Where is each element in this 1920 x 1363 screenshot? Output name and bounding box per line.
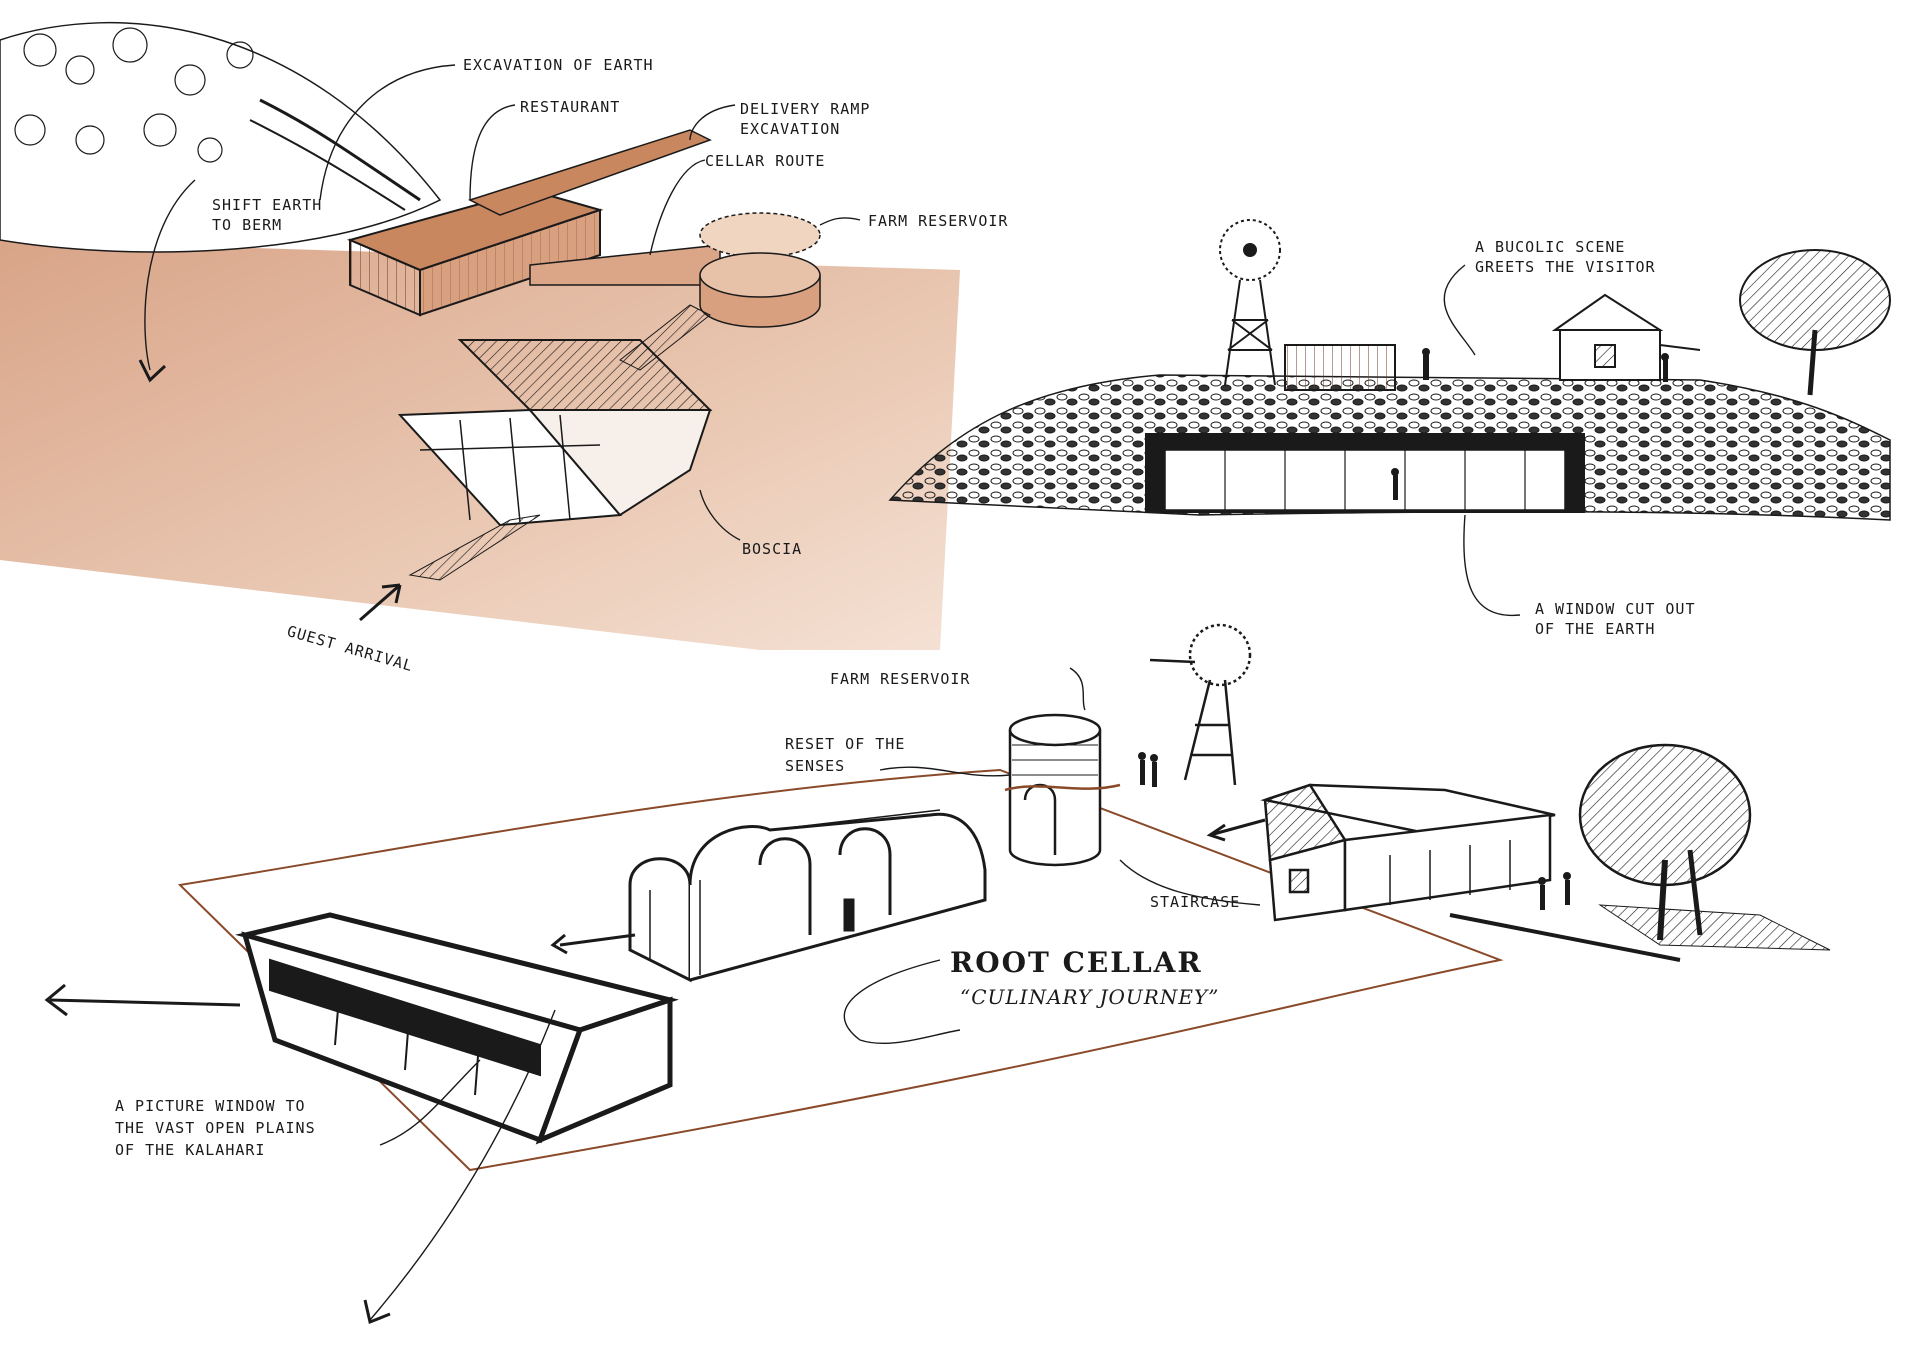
label-delivery-ramp-2: excavation [740, 120, 841, 138]
label-picture-window-3: of the Kalahari [115, 1141, 266, 1159]
elevation-sketch [888, 219, 1891, 617]
water-tank [1284, 344, 1396, 391]
label-bucolic-scene: A bucolic scene [1475, 238, 1626, 256]
windmill [1219, 219, 1281, 386]
label-reset-senses-2: senses [785, 757, 846, 775]
label-root-cellar: Root cellar [950, 946, 1203, 979]
figures [1391, 348, 1669, 500]
root-cellar [628, 809, 987, 983]
cellar-route-outline [177, 768, 1504, 1172]
label-farm-reservoir-2: Farm reservoir [830, 670, 971, 688]
label-excavation: Excavation of earth [463, 56, 654, 74]
boscia-house [397, 339, 713, 527]
label-bucolic-scene-2: greets the visitor [1475, 258, 1656, 276]
camelthorn-tree [1739, 249, 1891, 396]
label-window-cut: A window cut out [1535, 600, 1696, 618]
tree-perspective [1578, 743, 1831, 951]
label-window-cut-2: of the earth [1535, 620, 1656, 638]
picture-window-building [235, 912, 679, 1145]
label-shift-earth-2: to berm [212, 216, 283, 234]
perspective-figures [1138, 752, 1571, 910]
label-shift-earth: Shift earth [212, 196, 323, 214]
windmill-perspective [1149, 623, 1252, 786]
label-picture-window: A picture window to [115, 1097, 306, 1115]
label-cellar-route: Cellar route [705, 152, 826, 170]
label-staircase: Staircase [1150, 893, 1241, 911]
farmhouse-perspective [1260, 783, 1556, 922]
farm-reservoir-tank [1004, 713, 1121, 867]
vegetation-field [0, 22, 442, 253]
perspective-sketch [44, 623, 1831, 1325]
label-farm-reservoir: Farm reservoir [868, 212, 1009, 230]
label-reset-senses: Reset of the [785, 735, 906, 753]
site-plan-sketch [0, 22, 960, 650]
label-restaurant: Restaurant [520, 98, 621, 116]
label-delivery-ramp: Delivery ramp [740, 100, 871, 118]
label-picture-window-2: the vast open plains [115, 1119, 316, 1137]
bush-clusters [14, 27, 421, 211]
label-boscia: Boscia [742, 540, 803, 558]
elevation-farmhouse [1551, 293, 1701, 381]
label-culinary-journey: “Culinary Journey” [960, 985, 1220, 1009]
